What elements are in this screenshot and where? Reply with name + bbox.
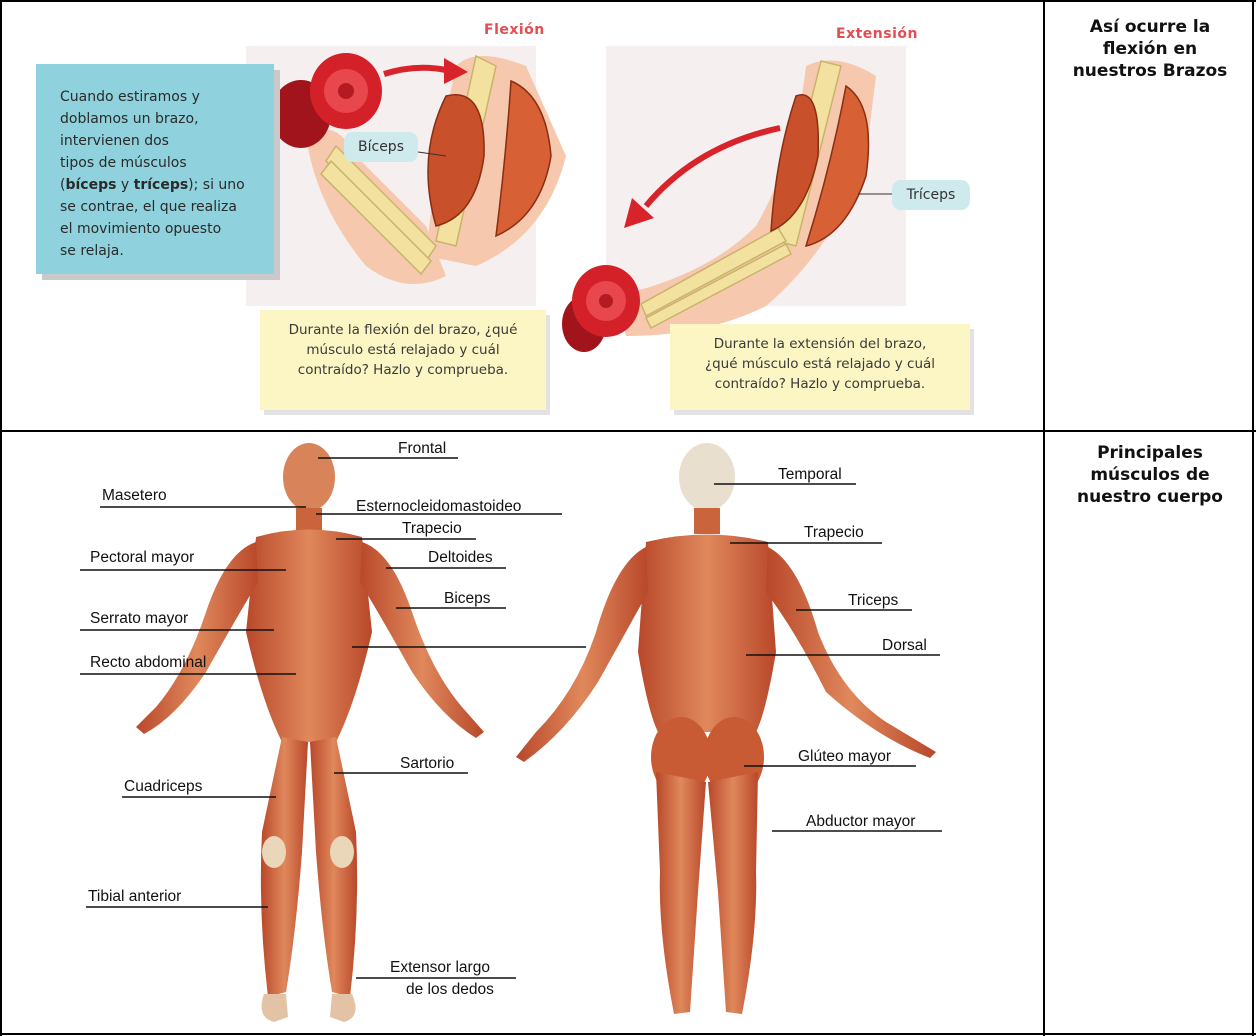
label-esternocleidomastoideo: Esternocleidomastoideo [356,498,521,516]
front-right-foot [262,994,288,1022]
arm-diagram: Flexión Extensión Bíceps Tríceps Cuando … [6,6,1044,430]
info-line: el movimiento opuesto [60,218,274,240]
label-triceps: Triceps [848,592,898,610]
front-torso [246,530,372,743]
label-masetero: Masetero [102,487,167,505]
label-extensor-line1: Extensor largo [390,959,490,977]
question-flexion: Durante la flexión del brazo, ¿qué múscu… [260,310,546,410]
front-left-knee [330,836,354,868]
label-biceps: Biceps [444,590,491,608]
body-illustration [6,432,1044,1032]
label-pectoral-mayor: Pectoral mayor [90,549,194,567]
info-line: se relaja. [60,240,274,262]
back-neck [694,508,720,534]
question-extension: Durante la extensión del brazo, ¿qué mús… [670,324,970,410]
front-left-leg [310,737,357,997]
back-right-leg [656,772,706,1014]
label-sartorio: Sartorio [400,755,454,773]
label-gluteo-mayor: Glúteo mayor [798,748,891,766]
extension-label: Extensión [836,26,918,42]
info-line: intervienen dos [60,130,274,152]
biceps-tag: Bíceps [344,132,418,162]
info-line: tipos de músculos [60,152,274,174]
info-line: se contrae, el que realiza [60,196,274,218]
label-dorsal: Dorsal [882,637,927,655]
table-border-top [0,0,1256,2]
table-border-bottom [0,1033,1256,1035]
front-left-foot [330,994,356,1022]
row-title-body: Principales músculos de nuestro cuerpo [1046,442,1254,508]
front-right-knee [262,836,286,868]
back-body-figure [516,443,936,1014]
label-temporal: Temporal [778,466,842,484]
label-serrato-mayor: Serrato mayor [90,610,188,628]
table-border-right [1252,0,1254,1036]
back-torso [638,535,776,733]
label-trapecio-front: Trapecio [402,520,462,538]
flexion-label: Flexión [484,22,545,38]
front-left-arm [360,542,484,738]
label-cuadriceps: Cuadriceps [124,778,202,796]
front-head [283,443,335,511]
back-right-arm [516,547,648,762]
label-trapecio-back: Trapecio [804,524,864,542]
label-deltoides: Deltoides [428,549,493,567]
label-frontal: Frontal [398,440,446,458]
back-head [679,443,735,511]
back-left-leg [708,772,758,1014]
info-box: Cuando estiramos y doblamos un brazo, in… [36,64,274,274]
label-extensor-line2: de los dedos [406,981,494,999]
label-recto-abdominal: Recto abdominal [90,654,206,672]
front-right-leg [261,737,308,997]
table-border-left [0,0,2,1036]
info-line: doblamos un brazo, [60,108,274,130]
triceps-tag: Tríceps [892,180,970,210]
info-line: Cuando estiramos y [60,86,274,108]
extension-dumbbell-icon [562,265,640,352]
info-line-muscles: (bíceps y tríceps); si uno [60,174,274,196]
label-abductor-mayor: Abductor mayor [806,813,915,831]
label-tibial-anterior: Tibial anterior [88,888,181,906]
body-muscles-diagram: Frontal Masetero Esternocleidomastoideo … [6,432,1044,1032]
front-right-arm [136,542,258,734]
row-title-arms: Así ocurre la flexión en nuestros Brazos [1046,16,1254,82]
